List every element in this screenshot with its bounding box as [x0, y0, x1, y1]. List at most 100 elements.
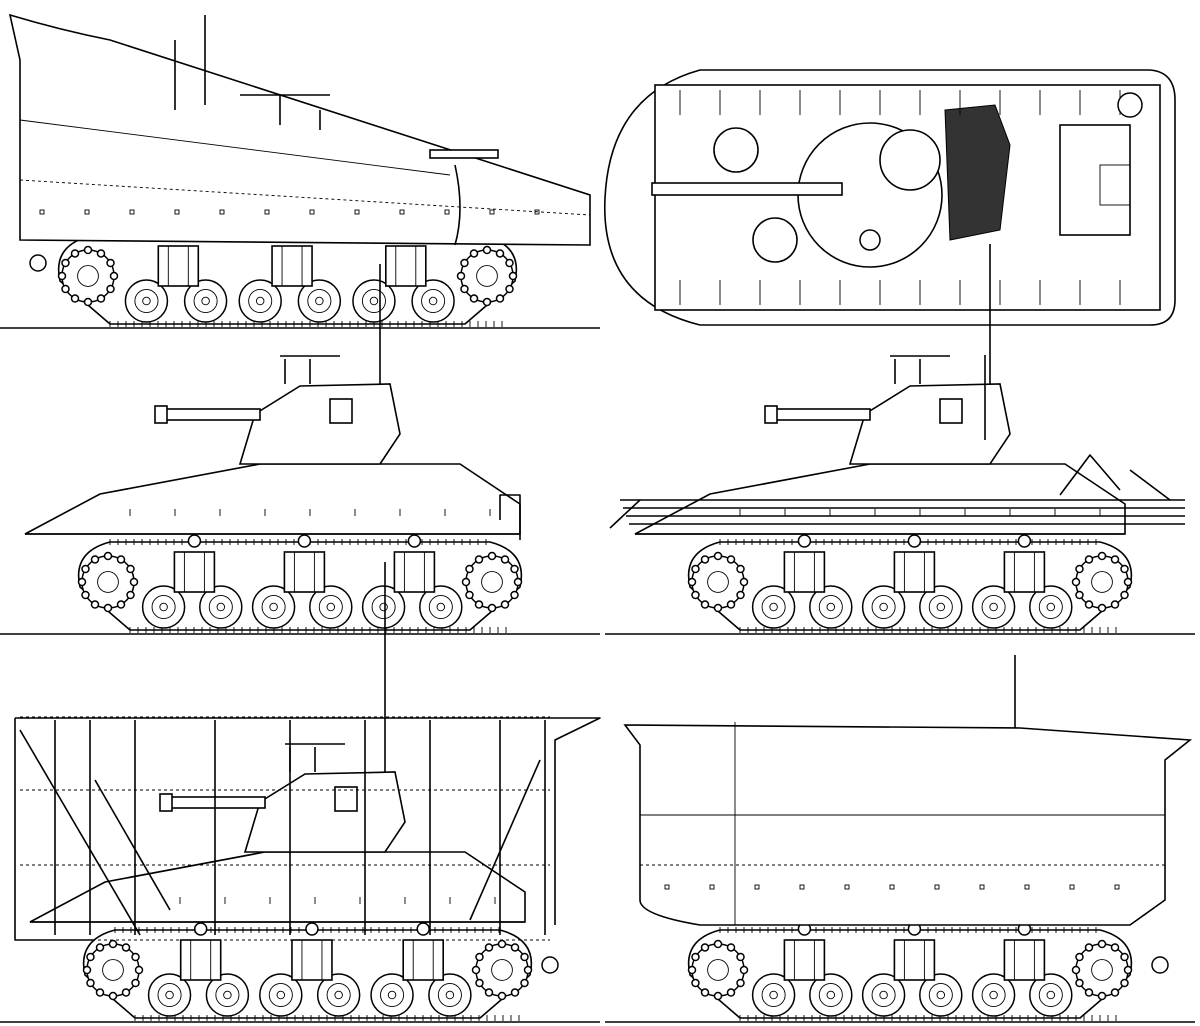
track: [77, 541, 523, 631]
idler-wheel: [61, 249, 115, 303]
drive-sprocket-tooth: [474, 555, 484, 564]
idler-wheel: [81, 555, 135, 609]
road-wheel-axle: [936, 602, 946, 612]
screen-fastener: [84, 209, 90, 215]
idler-wheel-tooth: [713, 991, 723, 1001]
road-wheel: [297, 279, 342, 323]
road-wheel-hub: [134, 289, 159, 314]
screen-fastener: [129, 209, 135, 215]
main-gun: [159, 408, 261, 421]
road-wheel-axle: [201, 296, 210, 306]
idler-wheel-tooth: [95, 988, 105, 997]
idler-wheel-tooth: [736, 564, 745, 574]
turret: [243, 771, 406, 853]
bogie-bracket: [384, 245, 427, 287]
road-wheel-axle: [159, 602, 168, 612]
drive-sprocket: [475, 943, 529, 997]
return-roller: [297, 534, 312, 548]
road-wheel-axle: [165, 990, 174, 1000]
propeller: [1151, 956, 1169, 974]
drive-sprocket-tooth: [1084, 555, 1094, 564]
road-wheel: [251, 585, 296, 629]
road-wheel: [259, 973, 303, 1017]
idler-wheel-tooth: [736, 978, 745, 988]
idler-wheel-tooth: [700, 600, 710, 609]
road-wheel-hub: [157, 983, 182, 1008]
road-wheel: [861, 973, 906, 1017]
road-wheel-hub: [1038, 983, 1063, 1008]
bogie-bracket: [393, 551, 436, 593]
screen-fastener: [354, 209, 360, 215]
road-wheel: [361, 585, 406, 629]
idler-wheel-tooth: [116, 555, 126, 564]
drive-sprocket-tooth: [1123, 577, 1133, 587]
idler-wheel-hub: [707, 959, 729, 981]
drive-sprocket-tooth: [1120, 952, 1129, 962]
hull: [29, 851, 526, 923]
road-wheel: [861, 585, 906, 629]
road-wheel-hub: [215, 983, 240, 1008]
idler-wheel-tooth: [90, 555, 100, 564]
idler-wheel-tooth: [96, 249, 106, 258]
drive-sprocket-tooth: [1075, 952, 1084, 962]
drive-sprocket-tooth: [510, 988, 520, 997]
screen-fastener: [889, 884, 895, 890]
road-wheel: [183, 279, 228, 323]
road-wheel-hub: [1038, 595, 1063, 620]
drive-sprocket-tooth: [520, 978, 529, 988]
machine-gun: [890, 355, 950, 384]
road-wheel-hub: [871, 595, 896, 620]
road-wheel-axle: [826, 602, 836, 612]
track: [82, 929, 533, 1019]
screen-fastener: [844, 884, 850, 890]
road-wheel-hub: [307, 289, 332, 314]
screen-fastener: [754, 884, 760, 890]
idler-wheel-tooth: [83, 245, 93, 255]
co-driver-hatch: [752, 217, 798, 263]
return-roller: [797, 534, 812, 548]
road-wheel-hub: [428, 595, 453, 620]
drive-sprocket-tooth: [1120, 564, 1129, 574]
screen-fastener: [444, 209, 450, 215]
idler-wheel-tooth: [86, 952, 95, 962]
idler-wheel-tooth: [726, 600, 736, 609]
drive-sprocket-tooth: [460, 258, 469, 268]
turret: [848, 383, 1011, 465]
drive-sprocket-tooth: [482, 297, 492, 307]
road-wheel-axle: [334, 990, 343, 1000]
drive-sprocket-tooth: [500, 555, 510, 564]
road-wheel-hub: [928, 983, 953, 1008]
idler-wheel-hub: [97, 571, 119, 593]
screen-strut: [469, 759, 541, 921]
road-wheel: [751, 973, 796, 1017]
muzzle: [154, 405, 168, 424]
drive-sprocket-hub: [481, 571, 503, 593]
road-wheel: [205, 973, 250, 1017]
screen-fastener: [174, 209, 180, 215]
idler-wheel-tooth: [70, 294, 80, 303]
drive-sprocket: [465, 555, 519, 609]
machine-gun: [280, 355, 340, 384]
idler-wheel-tooth: [131, 952, 140, 962]
idler-wheel-tooth: [121, 943, 131, 952]
idler-wheel-tooth: [106, 284, 115, 294]
muzzle: [764, 405, 778, 424]
idler-wheel-tooth: [726, 943, 736, 952]
road-wheel-axle: [428, 296, 438, 306]
road-wheel-axle: [326, 602, 336, 612]
top-view-hull: [604, 69, 1176, 326]
road-wheel-axle: [879, 602, 888, 612]
drive-sprocket-tooth: [1110, 600, 1120, 609]
idler-wheel-tooth: [713, 939, 723, 949]
screen-fastener: [709, 884, 715, 890]
drive-sprocket-tooth: [471, 965, 481, 975]
return-roller: [187, 534, 202, 548]
drive-sprocket-hub: [1091, 959, 1113, 981]
screen-fastener: [934, 884, 940, 890]
road-wheel-hub: [871, 983, 896, 1008]
road-wheel: [428, 973, 472, 1017]
idler-wheel-hub: [707, 571, 729, 593]
drive-sprocket-tooth: [1084, 988, 1094, 997]
propeller: [29, 254, 47, 272]
screen-fastener: [489, 209, 495, 215]
